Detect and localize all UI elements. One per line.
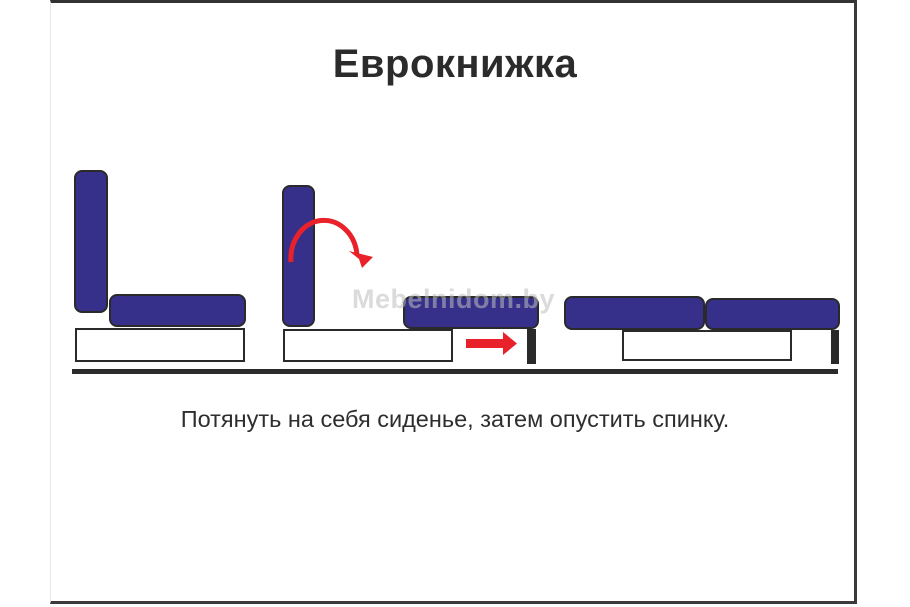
back-cushion-flat <box>564 296 705 330</box>
floor-line <box>72 369 838 374</box>
stage-3-unfolded-bed <box>564 296 840 364</box>
back-cushion <box>74 170 108 313</box>
curved-arrow-icon <box>288 217 360 263</box>
diagram-title: Еврокнижка <box>332 42 578 86</box>
leg <box>831 330 839 364</box>
seat-cushion <box>109 294 246 327</box>
back-cushion <box>282 185 315 327</box>
base-box <box>283 329 453 362</box>
leg <box>527 329 536 364</box>
seat-cushion <box>705 298 840 330</box>
right-arrow-icon <box>466 332 517 355</box>
curved-arrow-head-icon <box>349 251 373 268</box>
instruction-caption: Потянуть на себя сиденье, затем опустить… <box>180 406 730 432</box>
seat-cushion-pulled <box>403 296 539 329</box>
stage-1-folded-sofa <box>74 170 246 362</box>
base-box <box>622 330 792 361</box>
base-box <box>75 328 245 362</box>
stage-2-pull-seat-lower-back <box>282 185 539 364</box>
